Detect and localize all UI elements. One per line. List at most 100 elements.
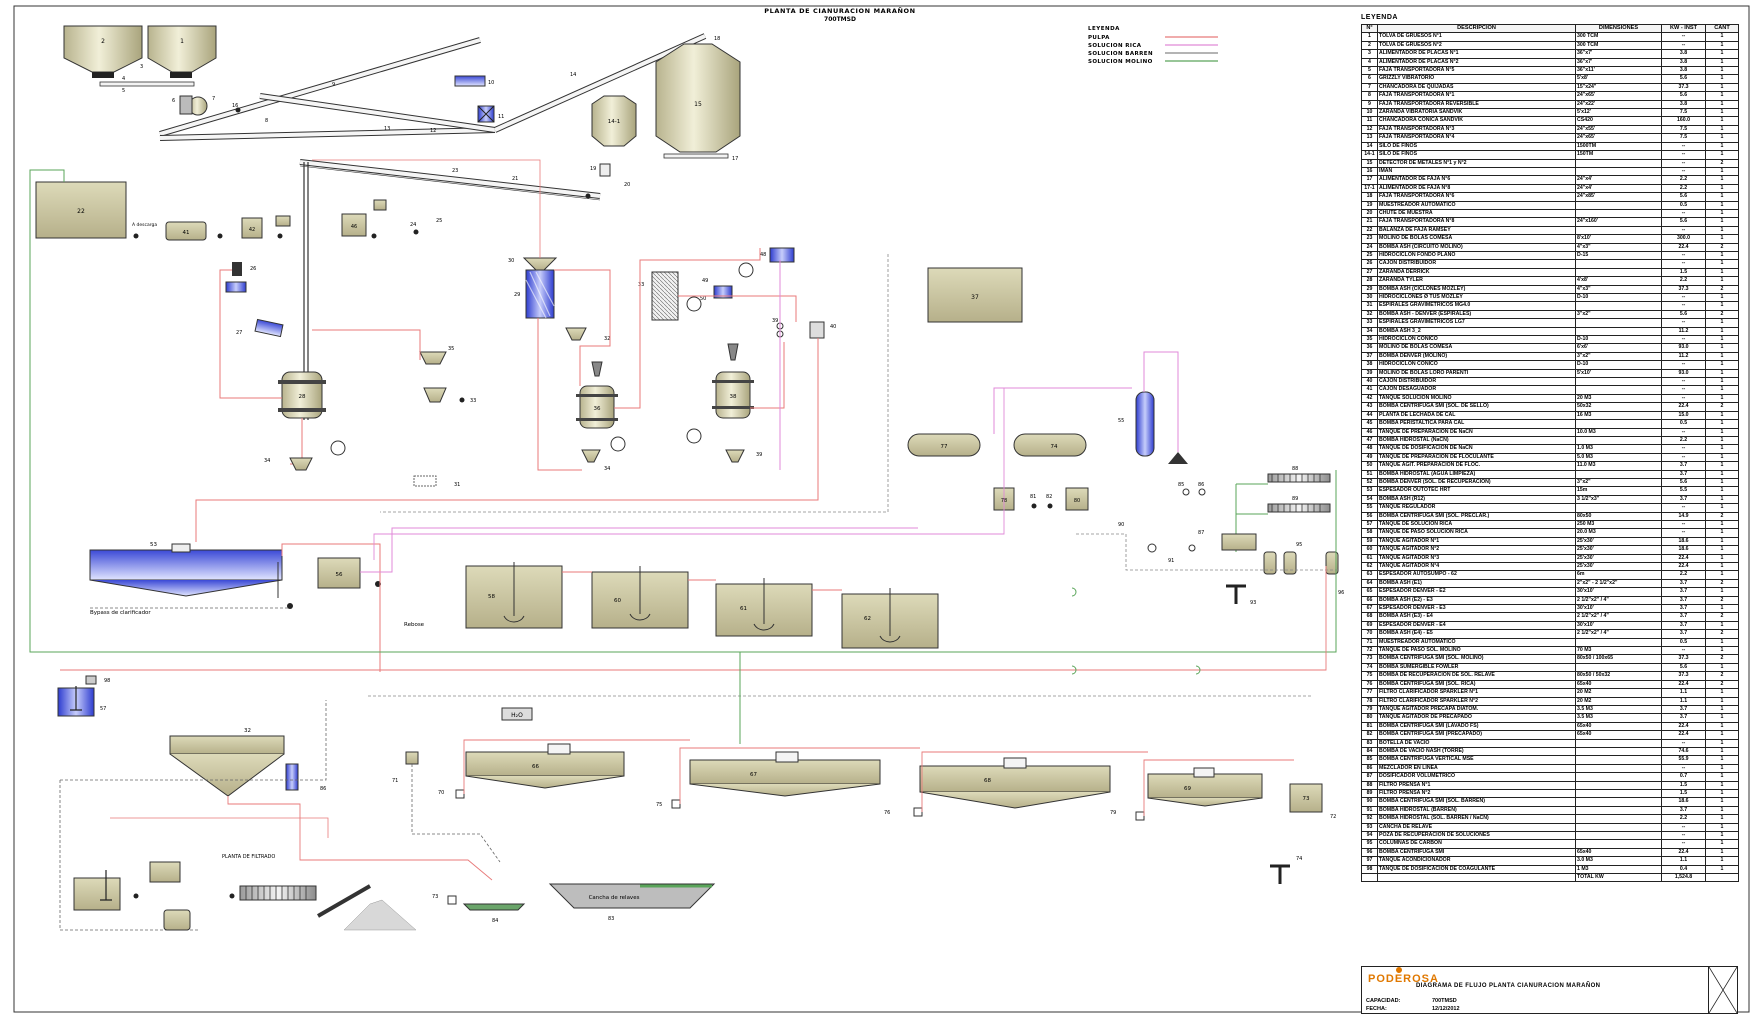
row-qty: 1: [1705, 763, 1739, 774]
row-description: BOMBA PERISTALTICA PARA CAL: [1377, 419, 1576, 429]
grinding-section: 28 27 26 34 35 33 31 29 30 32 33 36: [195, 159, 889, 542]
row-dimensions: [1575, 662, 1662, 673]
row-description: ESPESADOR OUTOTEC HRT: [1377, 486, 1576, 496]
spiral-column-33: [651, 271, 679, 321]
tag-86b: 86: [320, 786, 326, 792]
row-kw: 22.4: [1661, 721, 1706, 732]
row-qty: 1: [1705, 192, 1739, 202]
tag-7: 7: [212, 96, 215, 102]
row-num: 77: [1361, 688, 1378, 698]
row-kw: --: [1661, 646, 1706, 656]
row-dimensions: 24"x65': [1575, 133, 1662, 143]
conveyor-plant: [317, 884, 371, 918]
tank-97-shaft: [100, 870, 112, 901]
pump-a2: [217, 233, 223, 239]
row-dimensions: 20 M2: [1575, 688, 1662, 698]
pump-91: [1147, 543, 1157, 553]
distributor-40: [809, 321, 825, 339]
row-dimensions: [1575, 435, 1662, 446]
row-qty: 1: [1705, 637, 1739, 648]
hopper-2: [63, 25, 143, 73]
row-description: MEZCLADOR EN LINEA: [1377, 763, 1576, 774]
row-qty: 1: [1705, 788, 1739, 799]
row-dimensions: 5'x8': [1575, 74, 1662, 84]
row-num: 11: [1361, 116, 1378, 126]
row-description: POZA DE RECUPERACION DE SOLUCIONES: [1377, 830, 1576, 841]
row-kw: 2.2: [1661, 570, 1706, 580]
row-qty: 1: [1705, 66, 1739, 76]
row-description: ALIMENTADOR DE FAJA N°6: [1377, 175, 1576, 185]
row-dimensions: [1575, 200, 1662, 210]
row-num: 9: [1361, 99, 1378, 110]
row-num: 41: [1361, 385, 1378, 395]
row-description: FAJA TRANSPORTADORA N°4: [1377, 133, 1576, 143]
row-qty: 1: [1705, 494, 1739, 505]
row-num: 23: [1361, 234, 1378, 244]
carbon-column-95b: [1283, 551, 1297, 575]
row-qty: 1: [1705, 755, 1739, 765]
node-c-left: [330, 440, 346, 456]
row-num: 96: [1361, 847, 1378, 858]
row-dimensions: 3.5 M3: [1575, 704, 1662, 715]
row-dimensions: 4"x3": [1575, 284, 1662, 295]
row-kw: 3.7: [1661, 469, 1706, 479]
row-kw: 3.8: [1661, 49, 1706, 59]
tag-31: 31: [454, 482, 460, 488]
tag-16: 16: [232, 103, 238, 109]
row-kw: 3.8: [1661, 57, 1706, 68]
row-dimensions: [1575, 772, 1662, 782]
row-kw: 1.5: [1661, 788, 1706, 799]
t-support-93: [1226, 584, 1246, 604]
row-description: CAJON DESAGUADOR: [1377, 385, 1576, 395]
tag-90: 90: [1118, 522, 1124, 528]
row-num: 52: [1361, 477, 1378, 488]
row-num: 45: [1361, 419, 1378, 429]
pulpa-grind-loop-3: [614, 248, 761, 409]
row-description: TANQUE AGIT. PREPARACION DE FLOC.: [1377, 461, 1576, 471]
row-kw: 37.3: [1661, 671, 1706, 681]
row-dimensions: 20 M2: [1575, 696, 1662, 706]
row-dimensions: [1575, 326, 1662, 337]
tank-96b: [163, 909, 191, 931]
row-kw: 11.2: [1661, 351, 1706, 362]
tag-49: 49: [702, 278, 708, 284]
row-num: 42: [1361, 393, 1378, 404]
tag-50: 50: [700, 296, 706, 302]
row-description: BOMBA DENVER (MOLINO): [1377, 351, 1576, 362]
row-dimensions: 300 TCM: [1575, 32, 1662, 42]
capacity-value: 700TMSD: [1432, 998, 1457, 1004]
row-kw: 22.4: [1661, 679, 1706, 690]
row-num: 78: [1361, 696, 1378, 706]
silo-15: [655, 43, 741, 153]
row-num: 39: [1361, 368, 1378, 379]
pulpa-grind-loop-6: [195, 338, 819, 542]
row-dimensions: [1575, 814, 1662, 824]
tag-39: 39: [772, 318, 778, 324]
thickener-32-label: 32: [244, 728, 251, 734]
pump-54: [287, 603, 293, 609]
row-dimensions: 15"x24": [1575, 82, 1662, 93]
row-dimensions: 65x40: [1575, 730, 1662, 740]
row-description: TANQUE DE PREPARACION DE NaCN: [1377, 427, 1576, 437]
row-qty: 1: [1705, 124, 1739, 135]
row-description: TANQUE REGULADOR: [1377, 503, 1576, 513]
tag-13: 13: [384, 126, 390, 132]
row-qty: 1: [1705, 267, 1739, 278]
tank-43: [275, 215, 291, 227]
